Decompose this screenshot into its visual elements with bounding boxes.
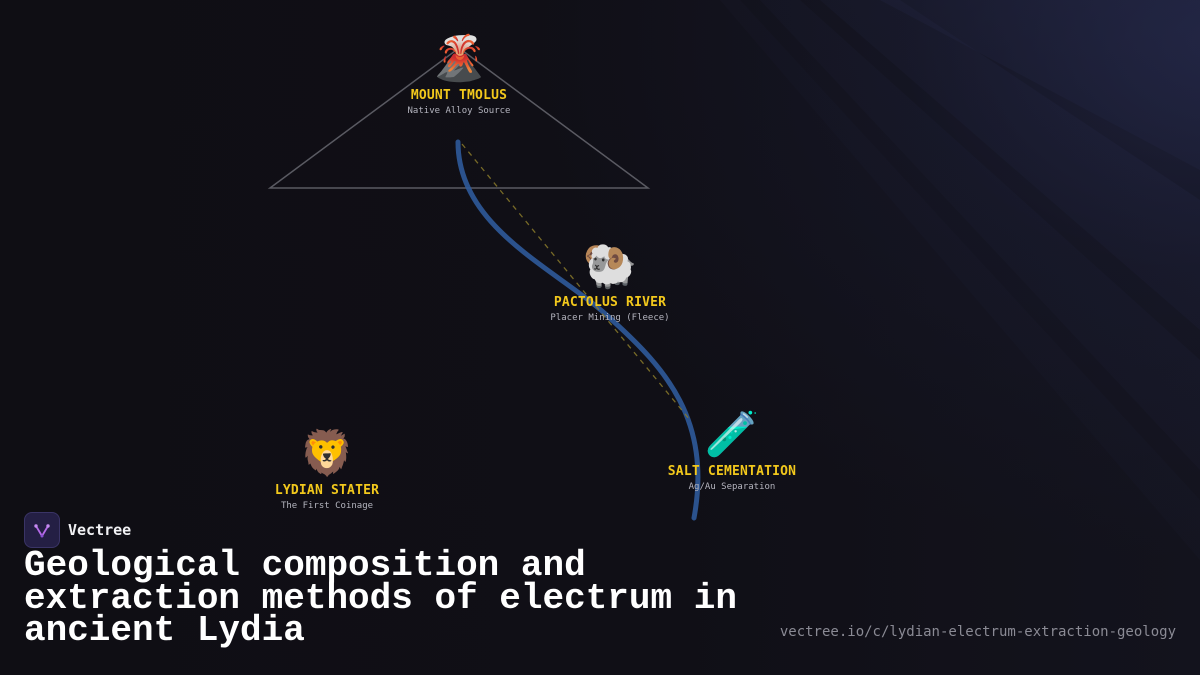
node-title: LYDIAN STATER [274,483,380,498]
source-url[interactable]: vectree.io/c/lydian-electrum-extraction-… [779,624,1176,640]
node-pactolus-river: 🐏 PACTOLUS RIVER Placer Mining (Fleece) [490,240,730,324]
test-tube-icon: 🧪 [704,409,760,460]
lion-icon: 🦁 [299,428,355,479]
node-subtitle: Native Alloy Source [407,106,511,116]
node-subtitle: Placer Mining (Fleece) [550,313,670,323]
node-salt-cementation: 🧪 SALT CEMENTATION Ag/Au Separation [612,409,852,493]
node-title: PACTOLUS RIVER [553,295,667,310]
volcano-icon: 🌋 [431,33,487,84]
page-title: Geological composition and extraction me… [24,545,737,651]
vectree-logo-icon [24,512,60,548]
node-title: MOUNT TMOLUS [410,88,508,103]
pactolus-river-path [455,139,701,521]
node-subtitle: Ag/Au Separation [688,482,776,492]
node-title: SALT CEMENTATION [667,464,797,479]
node-lydian-stater: 🦁 LYDIAN STATER The First Coinage [207,428,447,512]
node-mount-tmolus: 🌋 MOUNT TMOLUS Native Alloy Source [339,33,579,117]
brand[interactable]: Vectree [24,512,131,548]
ram-icon: 🐏 [582,240,638,291]
node-subtitle: The First Coinage [280,501,374,511]
mountain-outline [267,47,651,189]
brand-name: Vectree [68,521,132,539]
